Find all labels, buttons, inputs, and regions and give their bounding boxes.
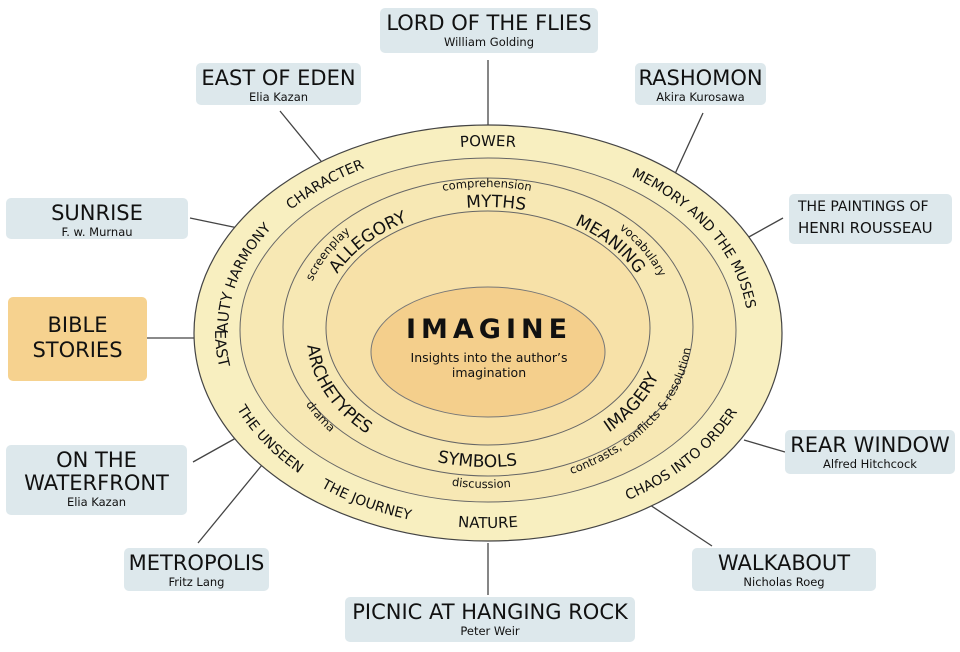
- ring-label-power: POWER: [459, 132, 516, 151]
- work-title-line2: WATERFRONT: [24, 471, 169, 495]
- work-author: Elia Kazan: [66, 495, 127, 509]
- work-box-lord-of-the-flies: LORD OF THE FLIES William Golding: [380, 8, 598, 53]
- work-box-picnic-at-hanging-rock: PICNIC AT HANGING ROCK Peter Weir: [345, 597, 635, 642]
- work-box-on-the-waterfront: ON THE WATERFRONT Elia Kazan: [6, 445, 187, 515]
- connector-lines: [147, 60, 786, 595]
- work-author: Nicholas Roeg: [743, 575, 825, 589]
- ring-label-beauty: BEAUTY: [0, 0, 237, 333]
- work-box-east-of-eden: EAST OF EDEN Elia Kazan: [196, 63, 361, 105]
- work-author: Elia Kazan: [248, 90, 309, 104]
- work-title: EAST OF EDEN: [201, 66, 356, 90]
- work-box-walkabout: WALKABOUT Nicholas Roeg: [692, 548, 876, 591]
- work-title: METROPOLIS: [128, 551, 265, 575]
- work-title-line1: THE PAINTINGS OF: [798, 199, 929, 215]
- work-author: Fritz Lang: [168, 575, 225, 589]
- work-title: RASHOMON: [638, 66, 763, 90]
- work-title-line1: BIBLE: [47, 313, 108, 337]
- center-ellipse: [370, 286, 606, 418]
- work-box-sunrise: SUNRISE F. w. Murnau: [6, 198, 188, 239]
- ring-label-comprehension: comprehension: [441, 176, 533, 194]
- work-title-line2: STORIES: [32, 338, 123, 362]
- center-subtitle-line1: Insights into the author’s: [411, 350, 568, 365]
- ring-label-discussion: discussion: [451, 475, 511, 491]
- work-title: WALKABOUT: [717, 551, 851, 575]
- work-title: SUNRISE: [51, 201, 143, 225]
- work-author: Alfred Hitchcock: [823, 457, 917, 471]
- work-box-paintings-henri-rousseau: THE PAINTINGS OF HENRI ROUSSEAU: [789, 194, 952, 244]
- ring-label-myths: MYTHS: [466, 192, 528, 215]
- center-subtitle-line2: imagination: [452, 365, 526, 380]
- ring-label-nature: NATURE: [458, 513, 519, 532]
- work-title-line2: HENRI ROUSSEAU: [798, 219, 933, 237]
- work-box-rear-window: REAR WINDOW Alfred Hitchcock: [785, 430, 955, 474]
- work-author: Akira Kurosawa: [656, 90, 745, 104]
- work-title: REAR WINDOW: [790, 433, 950, 457]
- work-author: Peter Weir: [460, 624, 520, 638]
- work-title: LORD OF THE FLIES: [386, 11, 592, 35]
- work-title: PICNIC AT HANGING ROCK: [352, 600, 628, 624]
- center-title: IMAGINE: [406, 314, 572, 345]
- work-box-bible-stories: BIBLE STORIES: [8, 297, 147, 381]
- work-author: F. w. Murnau: [61, 225, 133, 239]
- work-author: William Golding: [443, 35, 535, 49]
- work-box-metropolis: METROPOLIS Fritz Lang: [124, 548, 269, 591]
- work-box-rashomon: RASHOMON Akira Kurosawa: [635, 63, 766, 105]
- work-title-line1: ON THE: [56, 448, 137, 472]
